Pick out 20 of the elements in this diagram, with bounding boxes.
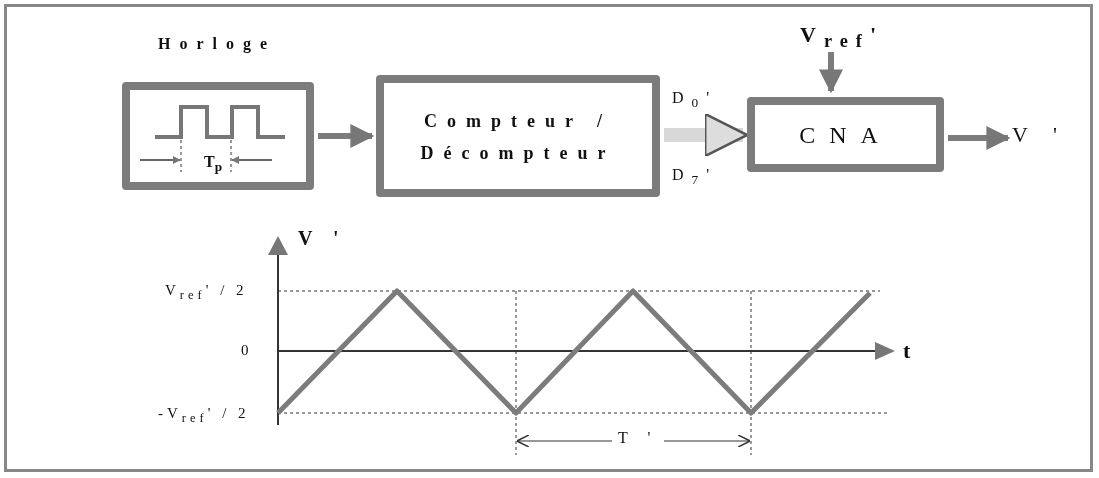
arrow	[819, 52, 843, 94]
converter-block	[747, 97, 944, 172]
axis-label: t	[903, 340, 911, 362]
tick-label: 0	[241, 343, 249, 358]
period-label: T$_{p}$	[204, 154, 223, 174]
bus-label: D$_{7}$'	[672, 167, 718, 187]
block-label: CNA	[798, 123, 893, 147]
bus-arrow	[664, 112, 749, 158]
signal-label: V '	[1012, 124, 1067, 146]
block-label: Compteur / Décompteur	[419, 110, 617, 165]
block-title: Horloge	[158, 36, 277, 52]
bus-label: D$_{0}$'	[672, 90, 718, 110]
tick-label: -V$_{ref}$' / 2	[158, 406, 250, 425]
counter-block	[376, 75, 660, 197]
tick-label: V$_{ref}$' / 2	[165, 283, 248, 302]
axis-label: V '	[298, 228, 347, 248]
signal-label: V$_{ref}$'	[800, 24, 885, 51]
arrow	[948, 126, 1011, 150]
arrow	[318, 124, 375, 148]
dimension-label: T '	[612, 430, 665, 446]
